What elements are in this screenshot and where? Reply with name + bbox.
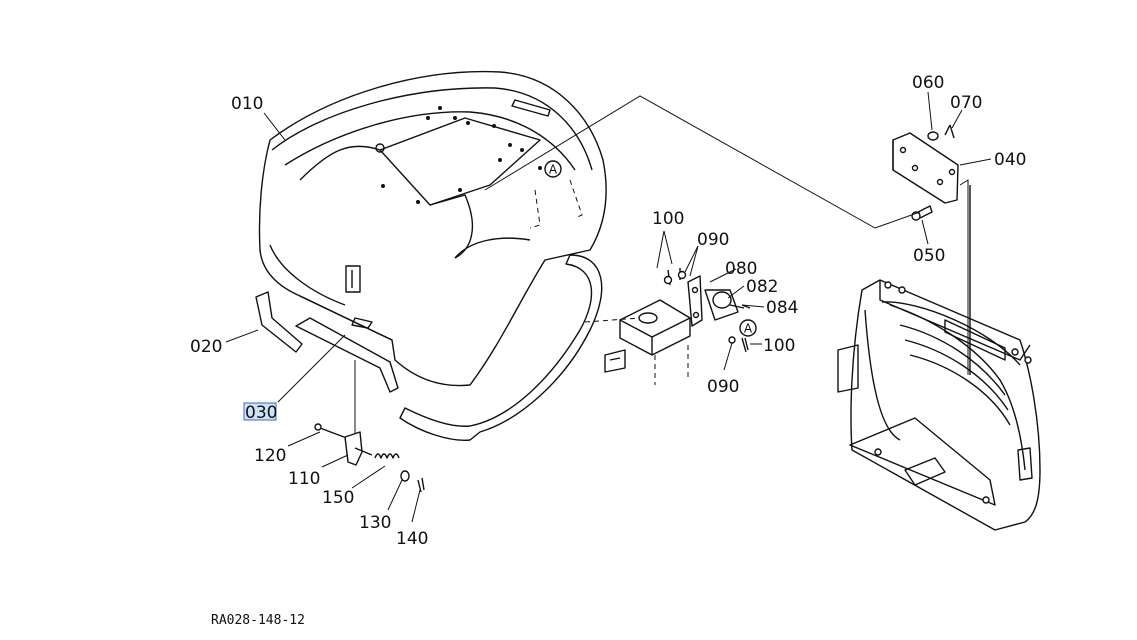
part-label-100-right[interactable]: 100 <box>763 336 795 356</box>
part-label-040[interactable]: 040 <box>994 150 1026 170</box>
part-label-084[interactable]: 084 <box>766 298 798 318</box>
rear-panel-drawing <box>837 185 1041 531</box>
diagram-reference-code: RA028-148-12 <box>211 613 305 628</box>
svg-text:A: A <box>549 163 558 177</box>
part-label-150[interactable]: 150 <box>322 488 354 508</box>
part-label-120[interactable]: 120 <box>254 446 286 466</box>
part-label-090-bottom[interactable]: 090 <box>707 377 739 397</box>
part-label-030[interactable]: 030 <box>245 403 277 423</box>
selected-label-highlight <box>243 402 277 421</box>
seal-020-drawing <box>255 291 303 353</box>
bracket-040-drawing <box>892 124 959 221</box>
part-label-060[interactable]: 060 <box>912 73 944 93</box>
part-label-110[interactable]: 110 <box>288 469 320 489</box>
callout-a-latch: A <box>739 319 757 337</box>
svg-text:A: A <box>744 322 753 336</box>
part-label-020[interactable]: 020 <box>190 337 222 357</box>
assembly-line-top <box>484 95 921 229</box>
part-label-090-top[interactable]: 090 <box>697 230 729 250</box>
part-label-130[interactable]: 130 <box>359 513 391 533</box>
part-label-010[interactable]: 010 <box>231 94 263 114</box>
part-label-080[interactable]: 080 <box>725 259 757 279</box>
leader-lines <box>225 91 992 523</box>
part-label-070[interactable]: 070 <box>950 93 982 113</box>
side-seal-drawing <box>399 254 603 441</box>
part-label-082[interactable]: 082 <box>746 277 778 297</box>
assembly-line-right <box>959 179 969 375</box>
latch-assembly-drawing <box>584 268 752 385</box>
part-label-050[interactable]: 050 <box>913 246 945 266</box>
seal-030-drawing <box>295 317 399 393</box>
pin-assembly-drawing <box>314 423 425 493</box>
callout-a-top: A <box>544 160 562 178</box>
part-label-100-top[interactable]: 100 <box>652 209 684 229</box>
hood-cover-drawing <box>258 70 607 387</box>
part-label-140[interactable]: 140 <box>396 529 428 549</box>
